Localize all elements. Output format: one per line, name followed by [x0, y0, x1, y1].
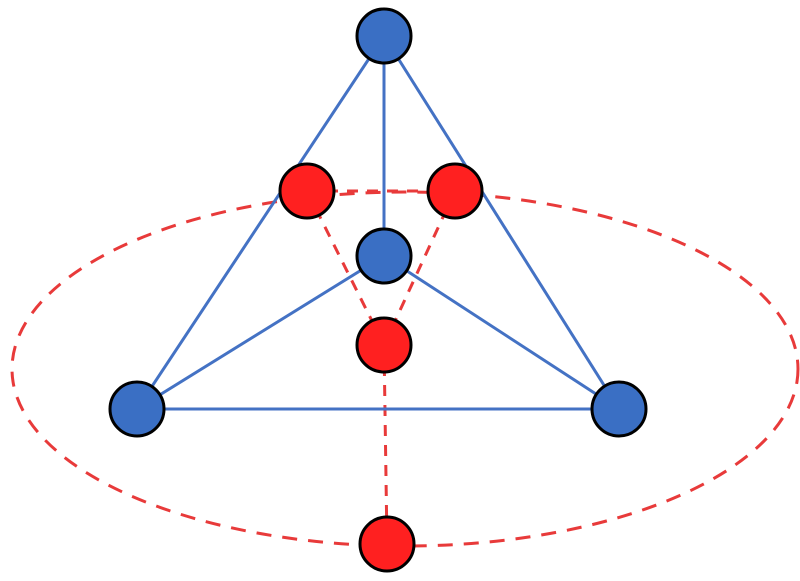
red-node-upper-left	[278, 162, 336, 220]
red-dashed-edge-upper-left-middle	[305, 190, 386, 346]
blue-edges	[135, 35, 621, 411]
blue-node-bottom-right	[590, 380, 648, 438]
red-dashed-edge-middle-bottom	[382, 344, 389, 545]
red-nodes	[278, 162, 484, 573]
blue-edge-center-bottom-right	[383, 254, 620, 411]
red-node-middle	[355, 316, 413, 374]
blue-node-top	[355, 7, 413, 65]
red-node-upper-right	[426, 162, 484, 220]
blue-nodes	[108, 7, 648, 438]
red-node-bottom	[358, 515, 416, 573]
blue-edge-top-bottom-left	[135, 35, 386, 410]
red-dashed-ellipse	[10, 190, 800, 548]
blue-edge-center-bottom-left	[136, 254, 385, 411]
blue-node-bottom-left	[108, 380, 166, 438]
blue-edge-top-bottom-right	[382, 35, 621, 410]
blue-node-center	[355, 227, 413, 285]
